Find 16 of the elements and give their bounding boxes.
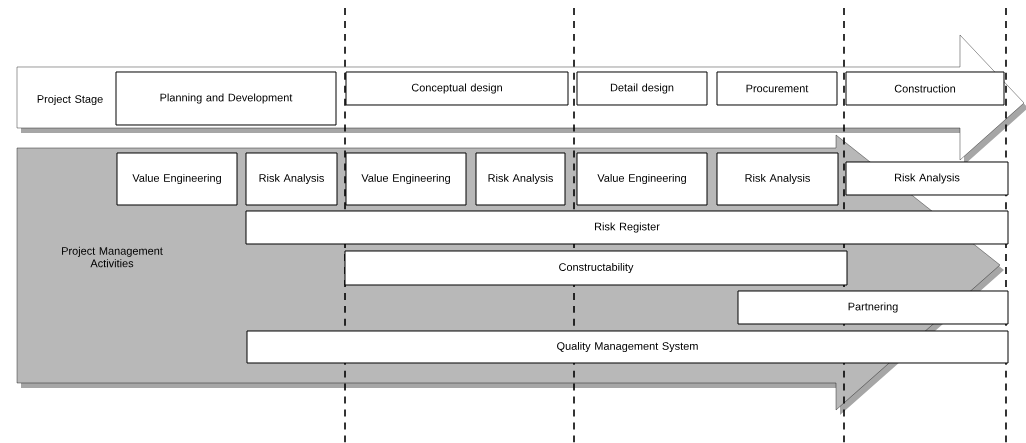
- activity-box: Risk Analysis: [245, 152, 338, 206]
- activity-box: Construction: [845, 71, 1005, 106]
- activity-box: Value Engineering: [576, 152, 708, 206]
- activity-box: Value Engineering: [116, 152, 238, 206]
- activity-box: Risk Analysis: [475, 152, 566, 206]
- activity-box: Constructability: [344, 250, 848, 286]
- activity-box: Risk Analysis: [845, 161, 1009, 196]
- activity-box: Risk Register: [245, 210, 1009, 245]
- activity-box: Value Engineering: [345, 152, 467, 206]
- activity-box: Risk Analysis: [716, 152, 839, 206]
- activity-box: Planning and Development: [115, 71, 337, 126]
- activity-box: Detail design: [576, 71, 708, 106]
- activity-box: Partnering: [737, 290, 1009, 325]
- activity-box: Quality Management System: [246, 330, 1009, 364]
- activity-box: Procurement: [716, 71, 838, 106]
- activity-box: Conceptual design: [345, 71, 569, 106]
